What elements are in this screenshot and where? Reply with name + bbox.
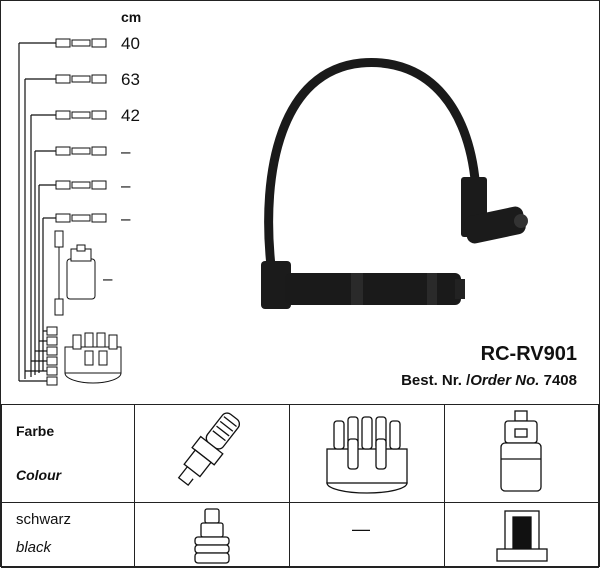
- distributor-cap-icon: [326, 416, 408, 494]
- no-cap-boot-dash: —: [352, 519, 370, 539]
- spark-plug-icon: [177, 412, 241, 487]
- length-6: –: [121, 209, 131, 228]
- small-coil-icon: [66, 244, 96, 300]
- order-label: Best. Nr. /: [401, 372, 471, 389]
- colour-header-de: Farbe: [16, 423, 55, 439]
- lead-connector-3: [55, 110, 107, 120]
- order-number: 7408: [543, 372, 577, 389]
- coil-boot-cell: [444, 502, 599, 568]
- length-coil: –: [103, 269, 113, 288]
- spark-plug-boot-cell: [134, 502, 290, 568]
- colour-header-en: Colour: [16, 467, 62, 483]
- cable-set-schematic: [18, 38, 122, 386]
- length-3: 42: [121, 106, 140, 125]
- small-distributor-cap-icon: [46, 326, 122, 386]
- colour-header-cell: Farbe Colour: [1, 404, 135, 503]
- length-4: –: [121, 142, 131, 161]
- unit-label: cm: [121, 9, 142, 25]
- coil-lead: [54, 230, 64, 316]
- length-1: 40: [121, 34, 140, 53]
- spark-plug-boot-icon: [194, 508, 230, 564]
- lead-connector-1: [55, 38, 107, 48]
- cap-boot-cell: —: [289, 502, 445, 568]
- colour-value-de: schwarz: [16, 511, 72, 528]
- spec-table: Farbe Colour: [1, 404, 599, 568]
- colour-value-en: black: [16, 539, 52, 556]
- lead-connector-5: [55, 180, 107, 190]
- coil-boot: [461, 177, 528, 244]
- spark-plug-cell: [134, 404, 290, 503]
- lead-connector-4: [55, 146, 107, 156]
- coil-boot-icon: [496, 510, 548, 562]
- length-5: –: [121, 176, 131, 195]
- lead-connector-6: [55, 213, 107, 223]
- distributor-cap-cell: [289, 404, 445, 503]
- ignition-coil-icon: [500, 410, 542, 492]
- length-2: 63: [121, 70, 140, 89]
- ignition-cable-image: [261, 58, 528, 309]
- lead-connector-2: [55, 74, 107, 84]
- colour-value-cell: schwarz black: [1, 502, 135, 568]
- spark-plug-boot: [261, 261, 465, 309]
- coil-cell: [444, 404, 599, 503]
- order-label-en: Order No.: [470, 372, 540, 389]
- part-number: RC-RV901: [480, 343, 577, 365]
- order-number-line: Best. Nr. /Order No. 7408: [401, 372, 577, 389]
